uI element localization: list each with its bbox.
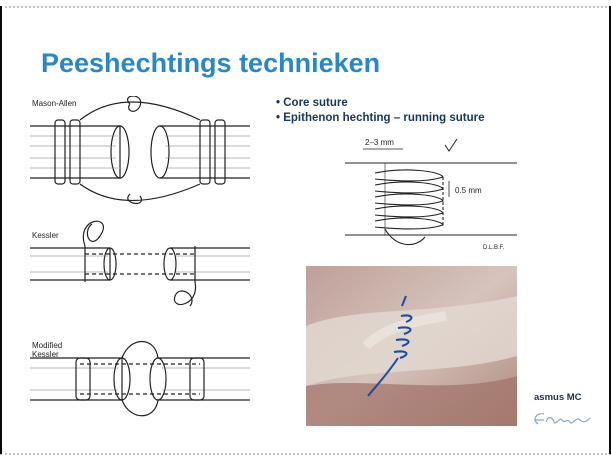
left-border — [0, 6, 2, 454]
mason-allen-diagram — [30, 96, 250, 203]
bullet-epithenon: Epithenon hechting – running suture — [276, 111, 484, 126]
label-kessler: Kessler — [32, 231, 59, 240]
slide-title: Peeshechtings technieken — [41, 48, 380, 79]
bullet-core-suture: Core suture — [276, 96, 484, 111]
bottom-dotted-border — [0, 453, 611, 455]
dimension-top-label: 2–3 mm — [365, 138, 394, 147]
suture-technique-illustration: Mason-Allen Kessler — [30, 96, 250, 426]
modified-kessler-diagram — [30, 342, 250, 416]
logo-signature — [530, 406, 592, 432]
kessler-diagram — [30, 221, 250, 306]
running-suture-diagram: 2–3 mm 0.5 mm D.L.B.F. — [345, 137, 517, 257]
tendon-lines — [345, 163, 517, 235]
dimension-side-label: 0.5 mm — [455, 186, 482, 195]
erasmus-mc-logo: asmus MC — [514, 386, 594, 438]
label-mason-allen: Mason-Allen — [32, 99, 76, 108]
logo-text: asmus MC — [534, 392, 582, 403]
bullet-list: Core suture Epithenon hechting – running… — [276, 96, 484, 126]
figure-credit: D.L.B.F. — [483, 245, 505, 251]
top-dotted-border — [0, 6, 611, 8]
surgical-photo — [306, 266, 517, 426]
